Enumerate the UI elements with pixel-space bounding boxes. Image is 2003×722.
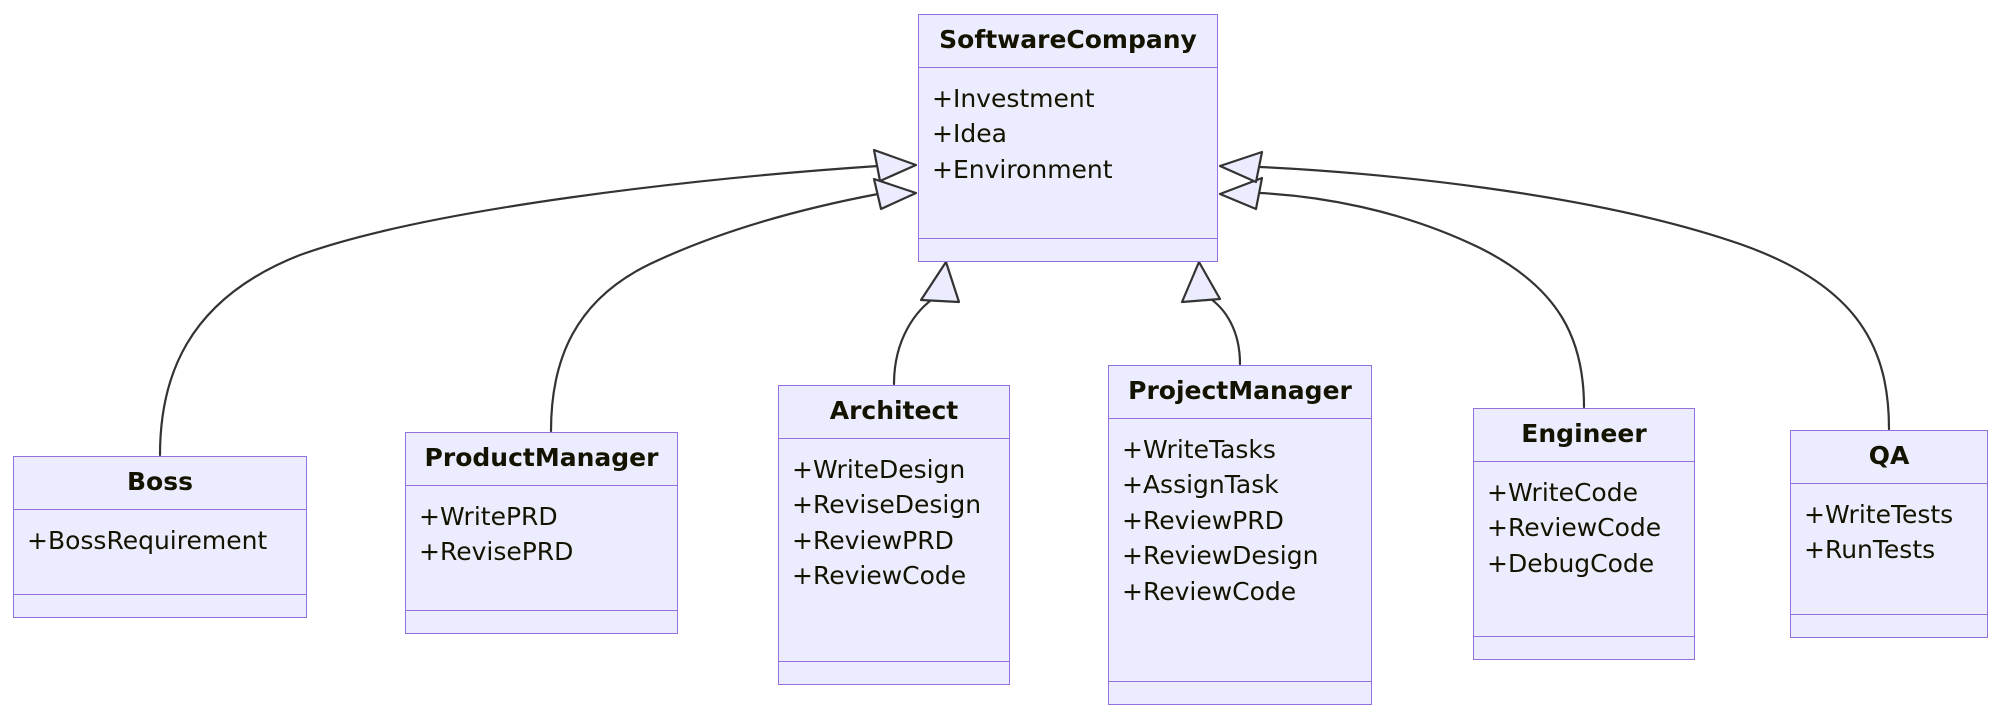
- class-methods-qa: [1791, 615, 1987, 637]
- class-attribute: +WritePRD: [419, 501, 558, 531]
- class-methods-engineer: [1474, 637, 1694, 659]
- class-attributes-product-manager: +WritePRD +RevisePRD: [406, 486, 677, 611]
- class-attributes-qa: +WriteTests +RunTests: [1791, 484, 1987, 615]
- class-attributes-software-company: +Investment +Idea +Environment: [919, 68, 1217, 239]
- class-attribute: +Investment: [932, 83, 1095, 113]
- class-attribute: +RevisePRD: [419, 537, 574, 567]
- class-methods-project-manager: [1109, 682, 1371, 704]
- class-title-project-manager: ProjectManager: [1109, 366, 1371, 419]
- class-attribute: +ReviewCode: [1487, 513, 1662, 543]
- class-box-project-manager[interactable]: ProjectManager +WriteTasks +AssignTask +…: [1108, 365, 1372, 705]
- class-title-boss: Boss: [14, 457, 306, 510]
- edge-boss-arrowhead: [872, 148, 918, 183]
- class-methods-boss: [14, 595, 306, 617]
- class-title-qa: QA: [1791, 431, 1987, 484]
- edge-engineer-arrowhead: [1218, 176, 1264, 211]
- class-attribute: +ReviewPRD: [1122, 505, 1284, 535]
- class-methods-software-company: [919, 239, 1217, 261]
- class-attributes-boss: +BossRequirement: [14, 510, 306, 595]
- class-attribute: +BossRequirement: [27, 525, 268, 555]
- class-attributes-engineer: +WriteCode +ReviewCode +DebugCode: [1474, 462, 1694, 637]
- class-attribute: +WriteDesign: [792, 454, 966, 484]
- class-box-architect[interactable]: Architect +WriteDesign +ReviseDesign +Re…: [778, 385, 1010, 685]
- edge-qa-arrowhead: [1218, 150, 1264, 184]
- edge-boss-path: [158, 164, 880, 457]
- class-title-engineer: Engineer: [1474, 409, 1694, 462]
- class-attribute: +ReviewCode: [792, 561, 967, 591]
- class-attribute: +WriteTests: [1804, 499, 1954, 529]
- class-attribute: +Environment: [932, 154, 1113, 184]
- class-attribute: +ReviewPRD: [792, 525, 954, 555]
- class-box-boss[interactable]: Boss +BossRequirement: [13, 456, 307, 618]
- class-attributes-project-manager: +WriteTasks +AssignTask +ReviewPRD +Revi…: [1109, 419, 1371, 682]
- class-attribute: +RunTests: [1804, 535, 1936, 565]
- class-attribute: +Idea: [932, 119, 1007, 149]
- class-attribute: +ReviewDesign: [1122, 541, 1319, 571]
- class-title-software-company: SoftwareCompany: [919, 15, 1217, 68]
- class-attribute: +ReviseDesign: [792, 490, 982, 520]
- class-attribute: +ReviewCode: [1122, 576, 1297, 606]
- class-attribute: +WriteTasks: [1122, 434, 1276, 464]
- edge-architect-arrowhead: [919, 260, 961, 304]
- class-methods-architect: [779, 662, 1009, 684]
- class-methods-product-manager: [406, 611, 677, 633]
- class-attribute: +DebugCode: [1487, 548, 1655, 578]
- edge-project-manager-path: [1206, 295, 1242, 366]
- class-box-qa[interactable]: QA +WriteTests +RunTests: [1790, 430, 1988, 638]
- class-title-architect: Architect: [779, 386, 1009, 439]
- class-title-product-manager: ProductManager: [406, 433, 677, 486]
- class-box-product-manager[interactable]: ProductManager +WritePRD +RevisePRD: [405, 432, 678, 634]
- edge-project-manager-arrowhead: [1180, 260, 1222, 304]
- class-attributes-architect: +WriteDesign +ReviseDesign +ReviewPRD +R…: [779, 439, 1009, 662]
- class-box-software-company[interactable]: SoftwareCompany +Investment +Idea +Envir…: [918, 14, 1218, 262]
- class-box-engineer[interactable]: Engineer +WriteCode +ReviewCode +DebugCo…: [1473, 408, 1695, 660]
- edge-product-manager-arrowhead: [872, 177, 918, 211]
- class-attribute: +WriteCode: [1487, 477, 1638, 507]
- class-attribute: +AssignTask: [1122, 470, 1279, 500]
- edge-architect-path: [892, 294, 939, 386]
